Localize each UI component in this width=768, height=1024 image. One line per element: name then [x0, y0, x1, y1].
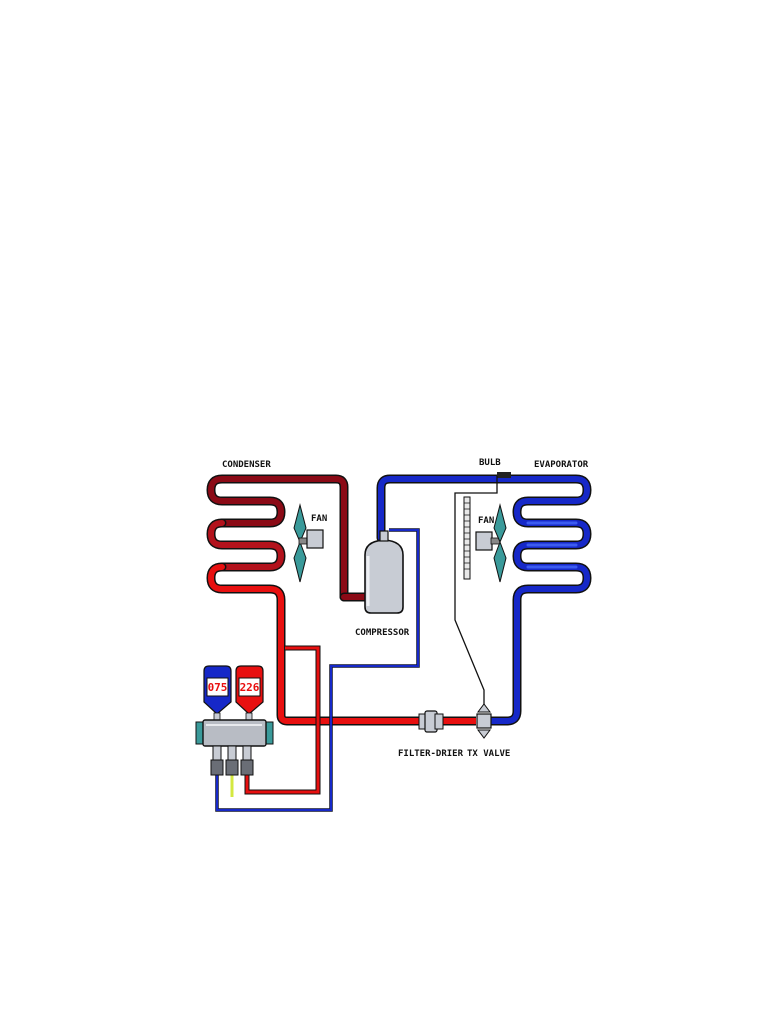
condenser-fan [293, 503, 324, 583]
low-side-gauge-reading: 075 [208, 681, 228, 694]
compressor [364, 530, 404, 614]
fan-right-label: FAN [478, 516, 494, 526]
low-side-gauge: 075 [203, 665, 232, 715]
condenser-label: CONDENSER [222, 460, 271, 470]
filter-drier-label: FILTER-DRIER [398, 749, 464, 759]
high-side-gauge: 226 [235, 665, 264, 715]
tx-valve-label: TX VALVE [467, 749, 510, 759]
tx-valve [476, 703, 492, 739]
manifold-gauge-set: 075 226 [195, 665, 274, 776]
evaporator-coil [376, 474, 592, 726]
compressor-label: COMPRESSOR [355, 628, 410, 638]
bulb [497, 472, 511, 478]
manifold-body [202, 719, 267, 747]
fan-left-label: FAN [311, 514, 327, 524]
high-side-gauge-reading: 226 [240, 681, 260, 694]
capillary-tube [454, 476, 498, 712]
service-hoses [215, 528, 420, 812]
evaporator-label: EVAPORATOR [534, 460, 589, 470]
evaporator-fan [463, 496, 507, 583]
bulb-label: BULB [479, 458, 501, 468]
condenser-coil [206, 474, 428, 726]
filter-drier [418, 710, 444, 733]
